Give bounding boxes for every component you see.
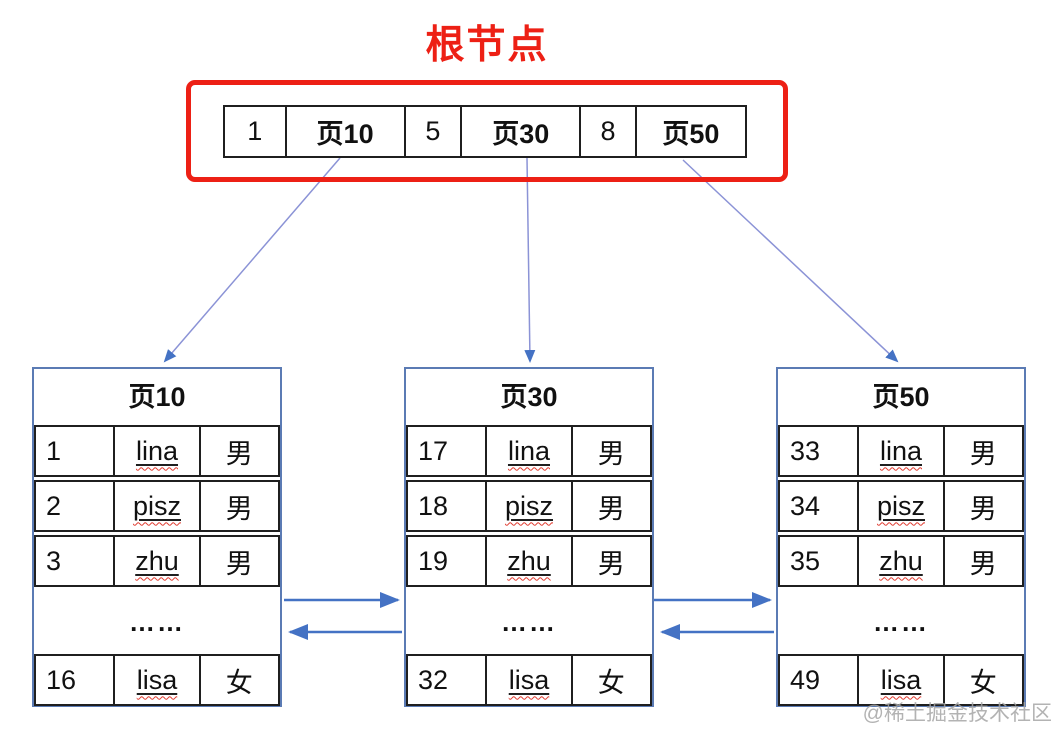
row-name-cell: pisz — [485, 482, 573, 530]
table-row: 17 lina 男 — [406, 425, 652, 477]
table-row: 19 zhu 男 — [406, 535, 652, 587]
root-node-table: 1 页10 5 页30 8 页50 — [223, 105, 747, 158]
row-name-cell: lisa — [857, 656, 945, 704]
table-row: 16 lisa 女 — [34, 654, 280, 706]
row-id-cell: 1 — [46, 435, 62, 466]
row-gender-cell: 男 — [597, 438, 625, 469]
root-page-pointer-cell: 页30 — [462, 107, 582, 156]
site-watermark: @稀土掘金技术社区 — [862, 702, 1052, 725]
leaf-page-table-30: 页30 17 lina 男 18 pisz 男 19 zhu 男 …… 32 l… — [404, 367, 654, 707]
leaf-page-title: 页30 — [500, 382, 558, 412]
table-row: 32 lisa 女 — [406, 654, 652, 706]
leaf-page-table-10: 页10 1 lina 男 2 pisz 男 3 zhu 男 …… 16 lisa… — [32, 367, 282, 707]
table-row: 33 lina 男 — [778, 425, 1024, 477]
row-id-cell: 32 — [418, 664, 449, 695]
row-gender-cell: 女 — [969, 667, 997, 698]
table-row: 49 lisa 女 — [778, 654, 1024, 706]
row-gender-cell: 男 — [969, 493, 997, 524]
root-node-title: 根节点 — [425, 24, 549, 67]
row-gender-cell: 男 — [969, 548, 997, 579]
ellipsis-row: …… — [501, 606, 557, 637]
row-gender-cell: 男 — [225, 548, 253, 579]
arrow-root-to-page10 — [163, 157, 341, 363]
row-name-cell: lina — [113, 427, 201, 475]
row-id-cell: 34 — [790, 490, 821, 521]
row-id-cell: 33 — [790, 435, 821, 466]
leaf-page-title: 页50 — [872, 382, 930, 412]
row-id-cell: 35 — [790, 545, 821, 576]
row-name-cell: zhu — [113, 537, 201, 585]
row-name-cell: pisz — [113, 482, 201, 530]
table-row: 18 pisz 男 — [406, 480, 652, 532]
row-id-cell: 3 — [46, 545, 62, 576]
table-row: 2 pisz 男 — [34, 480, 280, 532]
row-id-cell: 2 — [46, 490, 62, 521]
leaf-page-title: 页10 — [128, 382, 186, 412]
row-name-cell: lisa — [485, 656, 573, 704]
root-page-pointer-cell: 页50 — [662, 119, 720, 149]
row-gender-cell: 女 — [597, 667, 625, 698]
root-page-pointer-cell: 页10 — [287, 107, 406, 156]
row-gender-cell: 男 — [969, 438, 997, 469]
arrow-root-to-page50 — [682, 159, 899, 363]
row-name-cell: lina — [857, 427, 945, 475]
root-node-highlight-box — [186, 80, 788, 182]
table-row: 35 zhu 男 — [778, 535, 1024, 587]
row-gender-cell: 女 — [225, 667, 253, 698]
row-id-cell: 18 — [418, 490, 449, 521]
ellipsis-row: …… — [129, 606, 185, 637]
root-key-cell: 1 — [225, 107, 287, 156]
table-row: 3 zhu 男 — [34, 535, 280, 587]
row-name-cell: zhu — [857, 537, 945, 585]
leaf-page-table-50: 页50 33 lina 男 34 pisz 男 35 zhu 男 …… 49 l… — [776, 367, 1026, 707]
row-id-cell: 17 — [418, 435, 449, 466]
table-row: 1 lina 男 — [34, 425, 280, 477]
row-name-cell: lisa — [113, 656, 201, 704]
row-id-cell: 19 — [418, 545, 449, 576]
row-name-cell: zhu — [485, 537, 573, 585]
row-id-cell: 49 — [790, 664, 821, 695]
row-gender-cell: 男 — [597, 493, 625, 524]
row-name-cell: lina — [485, 427, 573, 475]
row-gender-cell: 男 — [597, 548, 625, 579]
table-row: 34 pisz 男 — [778, 480, 1024, 532]
row-name-cell: pisz — [857, 482, 945, 530]
root-key-cell: 5 — [406, 107, 463, 156]
root-key-cell: 8 — [581, 107, 637, 156]
row-gender-cell: 男 — [225, 493, 253, 524]
row-id-cell: 16 — [46, 664, 77, 695]
arrow-root-to-page30 — [524, 157, 536, 363]
row-gender-cell: 男 — [225, 438, 253, 469]
ellipsis-row: …… — [873, 606, 929, 637]
